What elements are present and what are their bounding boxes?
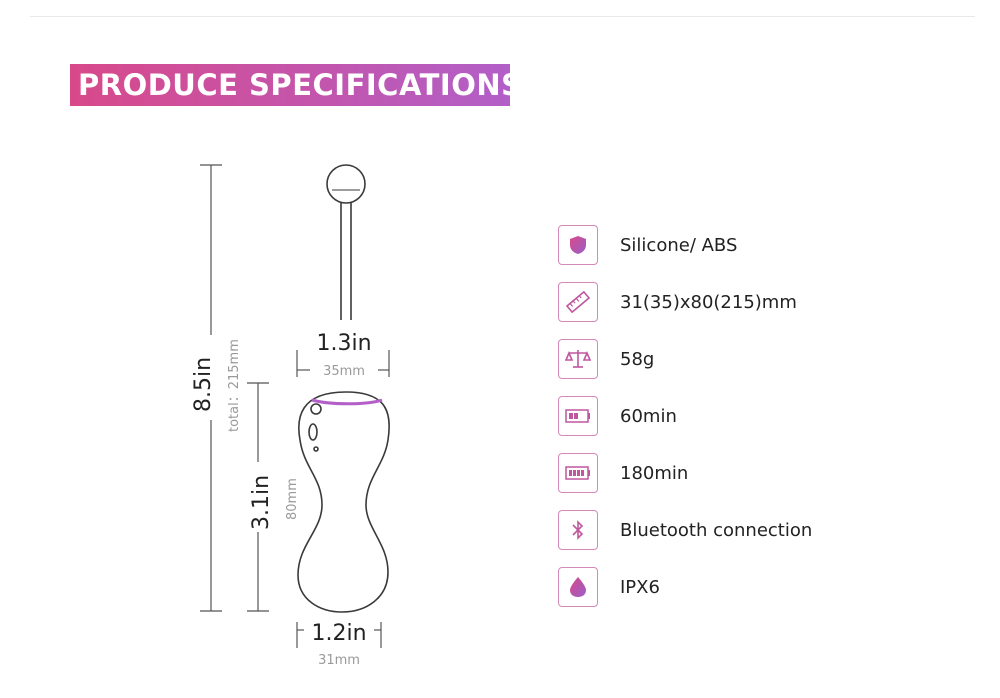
ruler-icon xyxy=(558,282,598,322)
spec-item-connection: Bluetooth connection xyxy=(558,508,918,552)
bottom-width-inch-label: 1.2in xyxy=(311,621,366,646)
total-height-inch-label: 8.5in xyxy=(191,357,216,412)
top-width-dimension xyxy=(296,350,390,377)
spec-label: 31(35)x80(215)mm xyxy=(620,291,797,313)
top-width-inch-label: 1.3in xyxy=(316,331,371,356)
scale-icon xyxy=(558,339,598,379)
battery-full-icon xyxy=(558,453,598,493)
spec-label: Silicone/ ABS xyxy=(620,234,738,256)
spec-label: 58g xyxy=(620,348,655,370)
page-title: PRODUCE SPECIFICATIONS xyxy=(70,64,522,106)
bottom-width-dimension xyxy=(296,622,382,648)
body-height-inch-label: 3.1in xyxy=(249,475,274,530)
spec-item-weight: 58g xyxy=(558,337,918,381)
spec-item-waterproof: IPX6 xyxy=(558,565,918,609)
total-height-dimension xyxy=(200,164,222,612)
spec-label: 180min xyxy=(620,462,689,484)
spec-item-size: 31(35)x80(215)mm xyxy=(558,280,918,324)
body-height-mm-label: 80mm xyxy=(285,478,300,520)
spec-label: Bluetooth connection xyxy=(620,519,813,541)
water-drop-icon xyxy=(558,567,598,607)
bottom-width-mm-label: 31mm xyxy=(318,653,360,668)
device-outline xyxy=(297,164,390,613)
body-height-dimension xyxy=(247,382,269,612)
spec-item-material: Silicone/ ABS xyxy=(558,223,918,267)
shield-icon xyxy=(558,225,598,265)
spec-item-runtime: 60min xyxy=(558,394,918,438)
battery-half-icon xyxy=(558,396,598,436)
total-height-mm-label: total：215mm xyxy=(227,339,242,432)
spec-label: 60min xyxy=(620,405,677,427)
spec-item-charge-time: 180min xyxy=(558,451,918,495)
spec-label: IPX6 xyxy=(620,576,660,598)
bluetooth-icon xyxy=(558,510,598,550)
top-width-mm-label: 35mm xyxy=(323,364,365,379)
top-divider xyxy=(30,16,975,17)
